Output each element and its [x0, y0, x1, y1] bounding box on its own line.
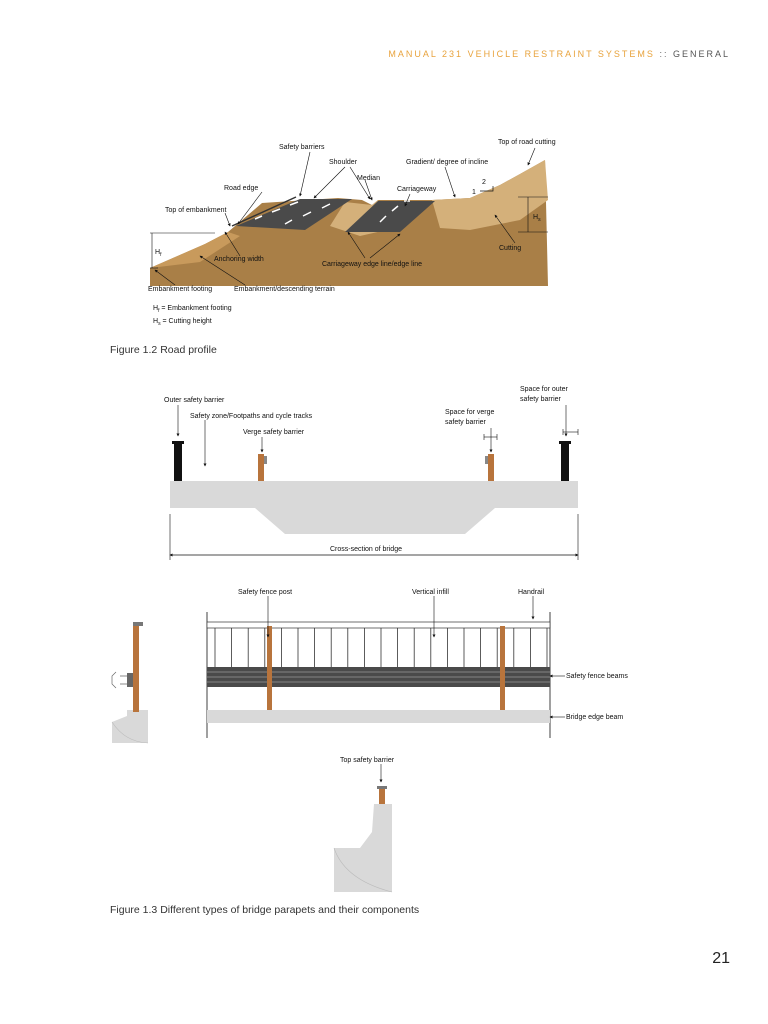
label-hs: Hs — [533, 214, 541, 223]
label-slope-1: 1 — [472, 189, 476, 196]
label-verge-barrier: Verge safety barrier — [243, 429, 305, 436]
label-edge-beam: Bridge edge beam — [566, 714, 623, 721]
label-hf: Hf — [155, 249, 162, 258]
figure-1-3-caption: Figure 1.3 Different types of bridge par… — [110, 904, 420, 916]
label-fence-beams: Safety fence beams — [566, 673, 628, 680]
page-number: 21 — [712, 950, 730, 967]
top-barrier-section: Top safety barrier — [333, 757, 395, 893]
figure-1-2-caption: Figure 1.2 Road profile — [110, 344, 217, 356]
gradient-triangle — [480, 186, 494, 192]
legend-hs: Hs = Cutting height — [153, 318, 212, 327]
lane-markings-left — [254, 201, 331, 225]
label-space-outer-1: Space for outer — [520, 386, 569, 393]
fence-post-left — [267, 626, 272, 712]
road-profile-figure: Safety barriers Shoulder Median Gradient… — [148, 139, 556, 327]
fence-post-right — [500, 626, 505, 712]
leader-lines-fig13b — [266, 596, 565, 719]
handrail — [206, 621, 551, 629]
label-safety-barriers: Safety barriers — [279, 144, 325, 151]
label-space-verge-2: safety barrier — [445, 419, 487, 426]
right-carriageway — [345, 201, 435, 232]
label-carriageway: Carriageway — [397, 186, 437, 193]
label-cross-section: Cross-section of bridge — [330, 546, 402, 553]
leader-lines-fig12 — [154, 147, 536, 286]
parapet-side-section — [111, 622, 149, 744]
section-title: GENERAL — [672, 49, 730, 59]
label-vertical-infill: Vertical infill — [412, 589, 449, 596]
label-anchoring-width: Anchoring width — [214, 256, 264, 263]
label-slope-2: 2 — [482, 179, 486, 186]
label-handrail: Handrail — [518, 589, 545, 596]
verge-barrier-left — [258, 454, 264, 481]
verge-barrier-right — [488, 454, 494, 481]
label-outer-barrier: Outer safety barrier — [164, 397, 225, 404]
label-gradient: Gradient/ degree of incline — [406, 159, 488, 166]
label-median: Median — [357, 175, 380, 182]
header-separator: :: — [659, 49, 669, 59]
running-header: MANUAL 231 VEHICLE RESTRAINT SYSTEMS :: … — [388, 49, 730, 59]
label-top-barrier: Top safety barrier — [340, 757, 395, 764]
label-top-embankment: Top of embankment — [165, 207, 227, 214]
label-road-edge: Road edge — [224, 185, 258, 192]
bridge-cross-section: Outer safety barrier Safety zone/Footpat… — [164, 386, 579, 560]
side-post — [133, 622, 139, 712]
label-space-outer-2: safety barrier — [520, 396, 562, 403]
bridge-edge-beam — [207, 710, 550, 723]
outer-barrier-left — [174, 441, 182, 481]
label-space-verge-1: Space for verge — [445, 409, 495, 416]
label-embankment-footing: Embankment footing — [148, 286, 212, 293]
outer-barrier-right — [561, 441, 569, 481]
label-descending-terrain: Embankment/descending terrain — [234, 286, 335, 293]
top-barrier-wall — [334, 804, 392, 892]
legend-hf: Hf = Embankment footing — [153, 305, 232, 314]
parapet-elevation: Safety fence post Vertical infill Handra… — [206, 589, 628, 738]
embankment-slope — [150, 232, 240, 268]
label-shoulder: Shoulder — [329, 159, 358, 166]
vertical-infill-bars — [214, 628, 548, 667]
top-barrier-post — [379, 786, 385, 804]
leader-lines-fig13a — [169, 405, 579, 560]
manual-title: MANUAL 231 VEHICLE RESTRAINT SYSTEMS — [388, 49, 655, 59]
safety-barrier-line — [231, 196, 297, 227]
label-fence-post: Safety fence post — [238, 589, 292, 596]
cutting-slope — [432, 160, 548, 230]
label-top-cutting: Top of road cutting — [498, 139, 556, 146]
bridge-deck — [170, 481, 578, 534]
label-safety-zone: Safety zone/Footpaths and cycle tracks — [190, 413, 313, 420]
label-cutting: Cutting — [499, 245, 521, 252]
label-edge-line: Carriageway edge line/edge line — [322, 261, 422, 268]
